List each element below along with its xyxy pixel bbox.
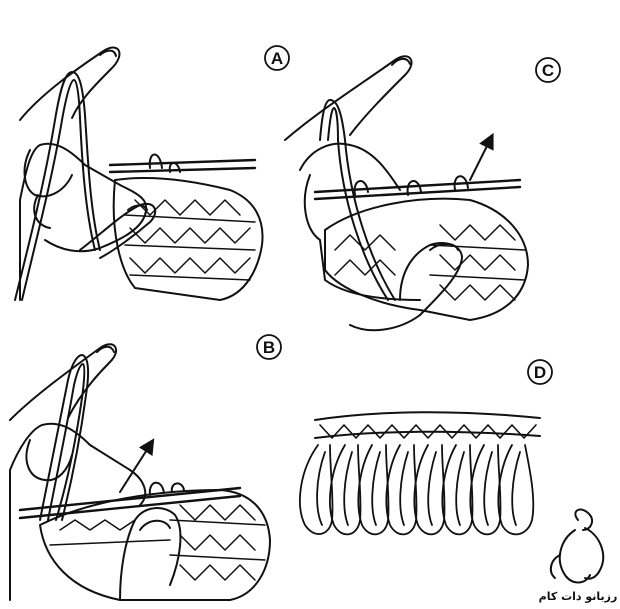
yarn-a: [14, 71, 101, 301]
yarn-c: [319, 99, 396, 301]
panel-d: [299, 411, 541, 536]
hook-a: [108, 158, 257, 167]
swatch-b: [39, 489, 271, 601]
thumb-c: [399, 242, 463, 316]
label-a-text: A: [271, 49, 283, 68]
hook-b: [18, 486, 242, 512]
thumb-a: [79, 202, 157, 259]
label-d-text: D: [534, 363, 546, 382]
long-loops: [299, 444, 535, 536]
label-b-text: B: [263, 338, 275, 357]
label-c-text: C: [542, 61, 554, 80]
label-a: A: [264, 45, 290, 71]
swatch-d-stitches: [319, 424, 537, 439]
thumb-b: [119, 507, 182, 601]
panel-a: [14, 46, 264, 301]
arrow-c: [469, 132, 494, 181]
panel-b: [9, 343, 271, 601]
panel-c: [284, 55, 529, 332]
yarn-b: [39, 354, 90, 521]
swatch-d-top: [314, 411, 541, 421]
swatch-c: [324, 197, 529, 321]
swatch-a: [112, 177, 264, 301]
hand-a: [19, 142, 148, 301]
index-finger-a: [19, 46, 121, 121]
label-c: C: [535, 57, 561, 83]
label-d: D: [527, 359, 553, 385]
hand-c: [299, 142, 401, 191]
watermark-text: رزبانو دات کام: [539, 590, 618, 603]
watermark-logo: [549, 508, 605, 584]
watermark: رزبانو دات کام: [539, 508, 618, 603]
arrow-b: [119, 438, 155, 493]
index-finger-c: [284, 55, 413, 141]
hook-c: [313, 178, 522, 194]
label-b: B: [256, 334, 282, 360]
